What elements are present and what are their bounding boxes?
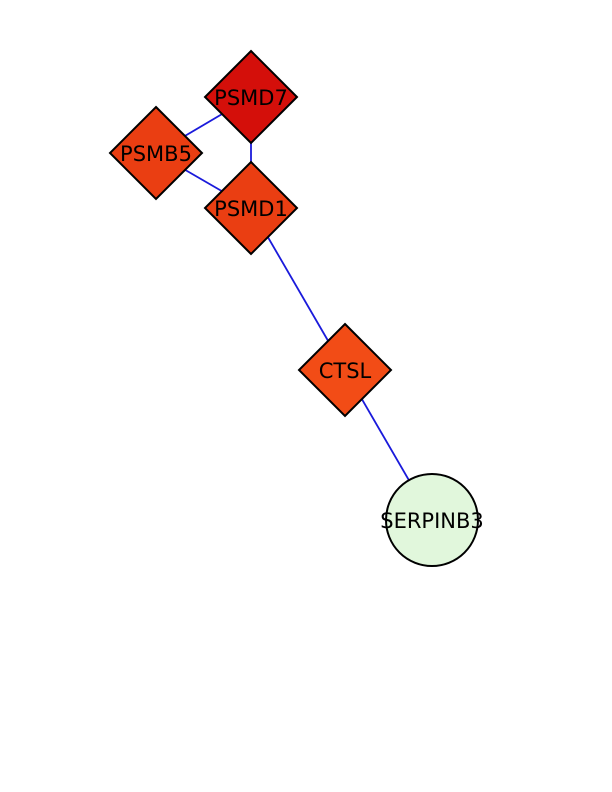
node-label-psmd1: PSMD1 — [214, 197, 288, 221]
node-shape-ctsl — [297, 322, 393, 418]
node-label-serpinb3: SERPINB3 — [380, 509, 484, 533]
node-label-ctsl: CTSL — [319, 359, 372, 383]
node-psmd7[interactable]: PSMD7 — [203, 49, 299, 145]
node-serpinb3[interactable]: SERPINB3 — [380, 473, 484, 567]
node-shape-psmd1 — [203, 160, 299, 256]
edge-layer — [155, 96, 433, 521]
node-psmb5[interactable]: PSMB5 — [108, 105, 204, 201]
node-shape-psmd7 — [203, 49, 299, 145]
node-ctsl[interactable]: CTSL — [297, 322, 393, 418]
node-psmd1[interactable]: PSMD1 — [203, 160, 299, 256]
node-label-psmb5: PSMB5 — [120, 142, 192, 166]
node-shape-serpinb3 — [385, 473, 479, 567]
node-label-psmd7: PSMD7 — [214, 86, 288, 110]
node-shape-psmb5 — [108, 105, 204, 201]
